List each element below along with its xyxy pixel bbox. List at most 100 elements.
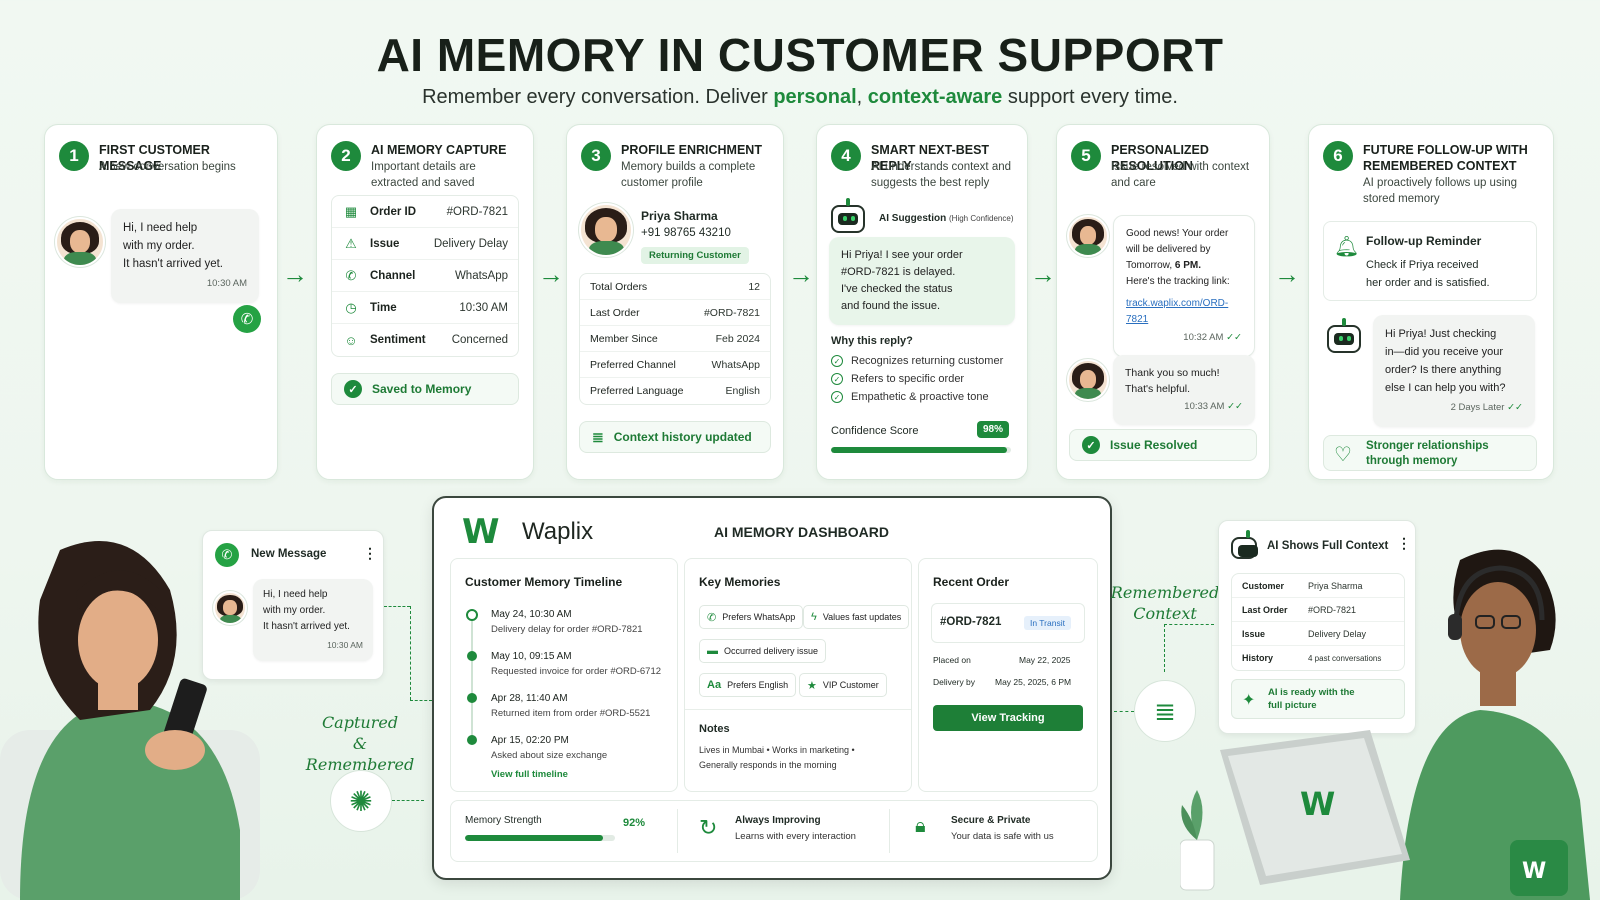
step-number: 1 [59,141,89,171]
footer-line: through memory [1366,455,1458,467]
confidence-label: Confidence Score [831,425,919,437]
timeline-text: Returned item from order #ORD-5521 [491,708,651,719]
message-line: with my order. [123,240,195,252]
timeline-dot [467,735,477,745]
step-desc: A new conversation begins [99,161,236,173]
tracking-link[interactable]: track.waplix.com/ORD-7821 [1126,298,1229,325]
message-time: 2 Days Later ✓✓ [1385,399,1523,417]
star-icon: ★ [807,679,817,692]
clock-icon: ◷ [345,299,357,315]
ready-line: AI is ready with the [1268,687,1355,698]
truck-icon: ▬ [707,645,718,657]
ready-line: full picture [1268,700,1317,711]
memory-chip: ϟ Values fast updates [803,605,910,629]
dashboard-footer: Memory Strength 92% ↻ Always Improving L… [450,800,1098,862]
page-title: AI MEMORY IN CUSTOMER SUPPORT [376,29,1224,81]
timeline-dot [467,651,477,661]
label-line: Captured [321,713,399,732]
updated-label: Context history updated [613,430,752,444]
whatsapp-icon: ✆ [215,543,239,567]
step-card-1: 1 FIRST CUSTOMER MESSAGE A new conversat… [44,124,278,480]
message-line: It hasn't arrived yet. [263,621,350,632]
agent-illustration: W W [1179,540,1600,900]
view-full-timeline-link[interactable]: View full timeline [491,769,568,780]
reply-line: That's helpful. [1125,383,1191,395]
subtitle-text: support every time. [1002,86,1178,108]
captured-remembered-label: Captured & Remembered [300,712,420,775]
reply-line: and found the issue. [841,300,941,312]
flow-arrow: → [538,259,564,289]
capture-row: ▦Order ID#ORD-7821 [332,196,518,228]
ai-ready-text: AI is ready with the full picture [1268,686,1355,712]
memory-chip: ★VIP Customer [799,673,887,697]
connector-line [410,700,432,701]
reply-line: Here's the tracking link: [1126,276,1230,287]
step-title: FUTURE FOLLOW-UP WITH REMEMBERED CONTEXT [1363,143,1528,173]
message-line: It hasn't arrived yet. [123,258,223,270]
step-desc: AI proactively follows up using stored m… [1363,177,1518,205]
reason-item: ✓Empathetic & proactive tone [831,388,1003,406]
row-value: 12 [748,280,760,293]
brain-icon: ✺ [330,770,392,832]
robot-icon [831,198,865,233]
secure-desc: Your data is safe with us [951,831,1054,842]
more-icon[interactable]: ⋮ [1397,535,1411,551]
customer-avatar [579,203,633,257]
step-number: 4 [831,141,861,171]
row-value: Delivery Delay [433,237,508,250]
step-card-2: 2 AI MEMORY CAPTURE Important details ar… [316,124,534,480]
memory-strength-value: 92% [623,817,646,829]
panel-title: Key Memories [699,575,781,589]
subtitle-highlight: personal [773,86,857,108]
reply-line: Thank you so much! [1125,367,1220,379]
bolt-icon: ϟ [811,611,817,623]
context-updated-status: ≣Context history updated [579,421,771,453]
check-icon: ✓ [344,380,362,398]
timeline-line [471,611,473,737]
check-icon: ✓ [831,391,843,403]
chip-label: Values fast updates [822,612,902,622]
row-key: Last Order [1242,604,1288,615]
notes-title: Notes [699,723,730,735]
agent-reply-bubble: Good news! Your order will be delivered … [1113,215,1255,357]
row-value: #ORD-7821 [446,205,508,218]
brand-name: Waplix [522,518,594,545]
footer-line: Stronger relationships [1366,440,1489,452]
placed-key: Placed on [933,655,971,665]
message-line: Hi Priya! Just checking [1385,328,1497,340]
timeline-text: Asked about size exchange [491,750,608,761]
heart-icon: ♡ [1334,444,1352,466]
step-number: 3 [581,141,611,171]
notes-line: Lives in Mumbai • Works in marketing • [699,745,855,755]
profile-row: Last Order#ORD-7821 [580,300,770,326]
timeline-date: May 10, 09:15 AM [491,651,572,662]
step-card-4: 4 SMART NEXT-BEST REPLY AI understands c… [816,124,1028,480]
suggestion-text: AI Suggestion [879,213,947,224]
more-icon[interactable]: ⋮ [363,545,377,561]
row-key: Sentiment [370,334,426,346]
confidence-bar [831,447,1011,453]
sparkle-icon: ✦ [1242,692,1256,709]
message-line: else I can help you with? [1385,382,1506,394]
timeline-date: Apr 15, 02:20 PM [491,735,569,746]
bell-icon: 🔔︎ [1334,236,1360,258]
customer-name: Priya Sharma [641,209,718,223]
check-icon: ✓ [1082,436,1100,454]
row-value: 10:30 AM [459,301,508,314]
view-tracking-button[interactable]: View Tracking [933,705,1083,731]
confidence-bar-fill [831,447,1008,453]
label-line: Context [1133,604,1197,623]
order-summary: #ORD-7821 In Transit [931,603,1085,643]
